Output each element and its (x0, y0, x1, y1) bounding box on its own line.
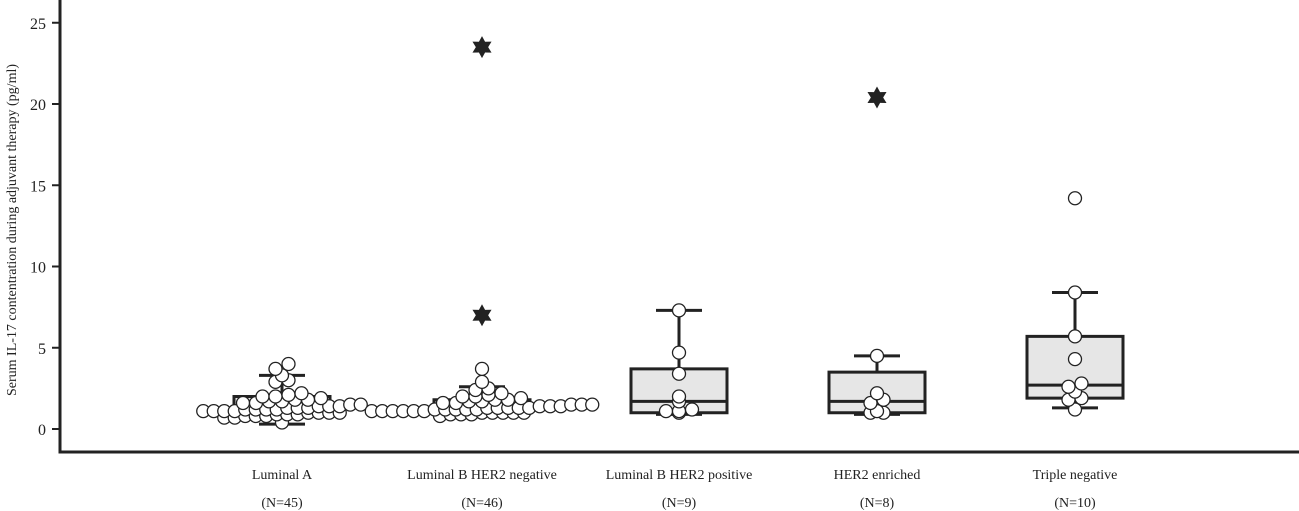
data-point (869, 386, 885, 401)
data-point (474, 361, 490, 377)
category-n-label: (N=46) (461, 496, 503, 511)
extreme-value-star (472, 36, 492, 59)
data-point (268, 361, 283, 377)
data-point (1067, 191, 1083, 206)
data-point (268, 389, 283, 404)
y-axis-label: Serum IL-17 contentration during adjuvan… (5, 64, 20, 396)
data-point (658, 403, 674, 419)
data-point (671, 345, 687, 360)
data-point (671, 366, 687, 381)
y-tick-label: 20 (30, 97, 46, 114)
data-point (671, 389, 687, 404)
data-point (1074, 376, 1089, 391)
axes: 0 5 10 15 20 25 (30, 0, 1299, 454)
data-point (494, 386, 509, 401)
category-label: Luminal A (252, 468, 313, 483)
category-n-label: (N=9) (662, 496, 697, 511)
category-n-label: (N=45) (261, 496, 303, 511)
category-n-label: (N=8) (860, 496, 895, 511)
data-point (353, 397, 368, 412)
data-point (281, 387, 296, 403)
category-labels: Luminal A (N=45) Luminal B HER2 negative (N… (252, 468, 1117, 511)
data-point (313, 390, 329, 406)
data-point (235, 395, 251, 411)
y-tick-label: 15 (30, 178, 46, 195)
y-tick-label: 10 (30, 260, 46, 277)
data-point (863, 395, 878, 411)
extreme-value-star (867, 86, 887, 109)
category-label: HER2 enriched (834, 468, 921, 483)
category-n-label: (N=10) (1054, 496, 1096, 511)
data-point (684, 402, 700, 417)
extreme-value-star (472, 304, 492, 327)
category-label: Luminal B HER2 negative (407, 468, 557, 483)
data-point (474, 374, 490, 390)
y-tick-label: 5 (38, 341, 46, 358)
data-point (513, 390, 529, 406)
data-point (294, 386, 309, 401)
data-point (281, 356, 296, 372)
data-point (435, 395, 451, 411)
data-point (1067, 285, 1083, 300)
data-point (1067, 351, 1083, 367)
category-label: Luminal B HER2 positive (606, 468, 753, 483)
data-point (1067, 329, 1083, 344)
data-point (255, 389, 270, 404)
y-tick-label: 0 (38, 422, 46, 439)
data-points (196, 36, 1089, 430)
data-point (1067, 402, 1083, 417)
data-point (869, 348, 885, 364)
category-label: Triple negative (1033, 468, 1118, 483)
data-point (671, 303, 687, 318)
data-point (455, 389, 470, 404)
data-point (585, 397, 600, 412)
data-point (1061, 379, 1076, 394)
y-tick-label: 25 (30, 16, 46, 33)
